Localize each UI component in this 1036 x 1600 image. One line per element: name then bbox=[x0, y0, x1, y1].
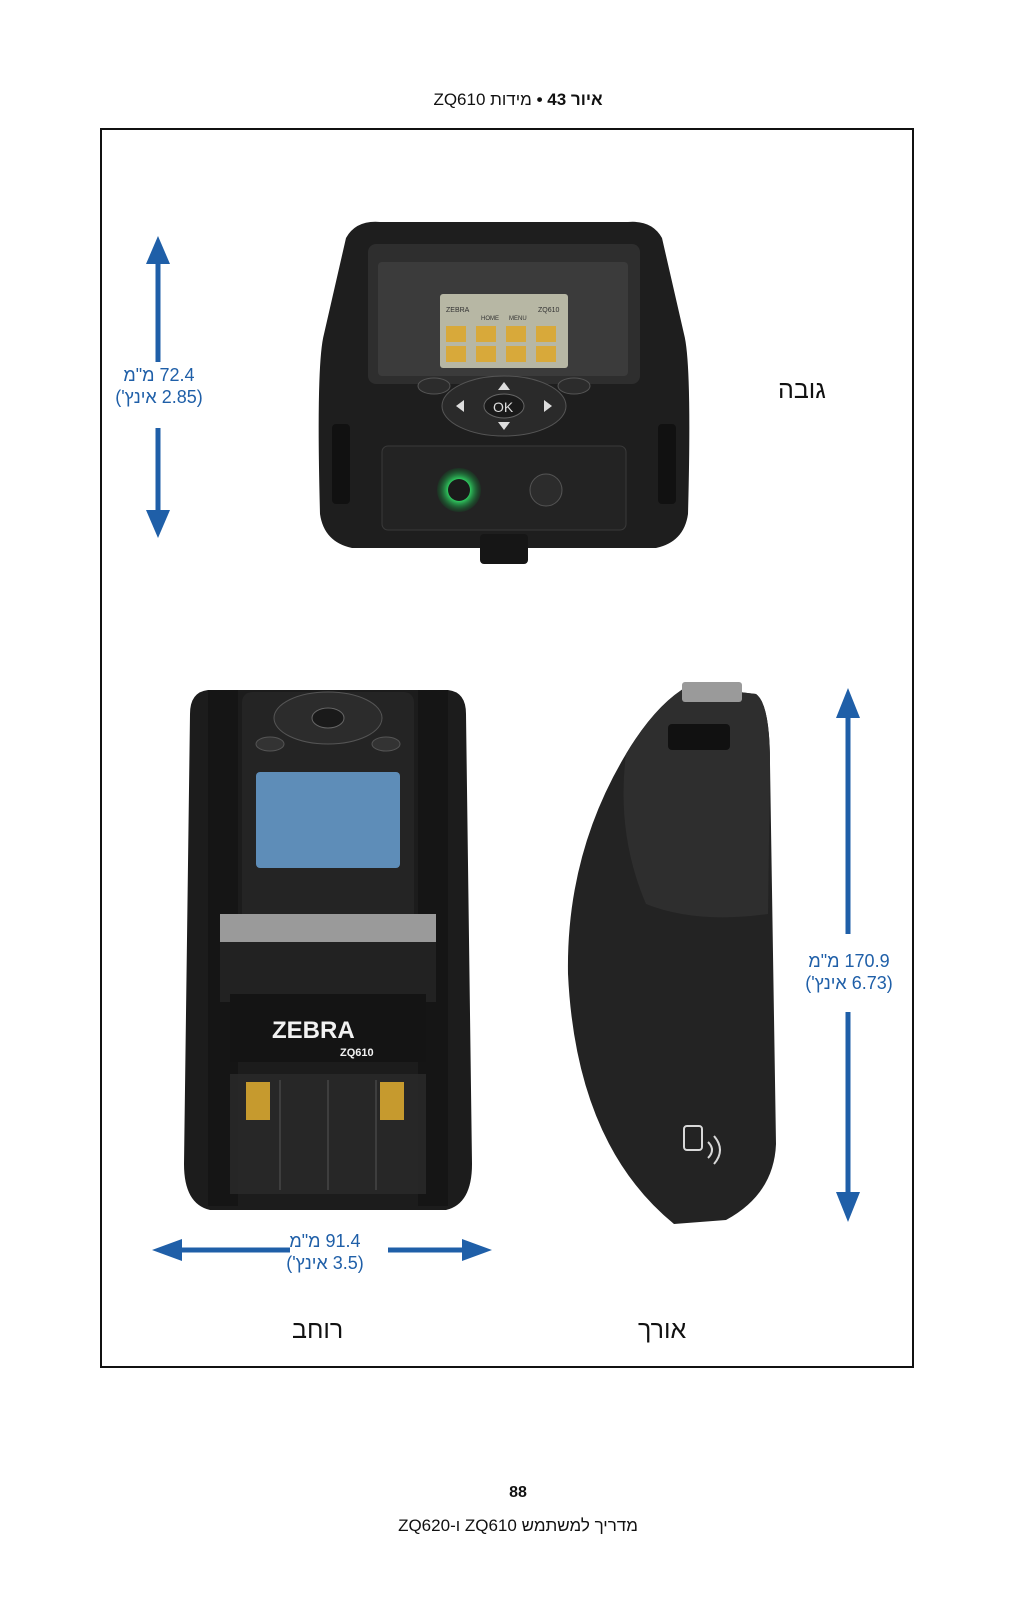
screen-brand: ZEBRA bbox=[446, 307, 470, 314]
document-title: מדריך למשתמש ZQ610 ו-ZQ620 bbox=[398, 1516, 638, 1535]
height-label: גובה bbox=[778, 376, 826, 404]
height-imperial: (2.85 אינץ') bbox=[115, 387, 203, 407]
printer-model: ZQ610 bbox=[340, 1047, 374, 1059]
figure-title: מידות ZQ610 bbox=[433, 90, 532, 109]
screen-model: ZQ610 bbox=[538, 307, 560, 314]
figure-caption: איור 43 • מידות ZQ610 bbox=[0, 90, 1036, 110]
width-label: רוחב bbox=[292, 1316, 344, 1344]
caption-separator: • bbox=[536, 90, 543, 109]
printer-top-view: ZEBRA HOME MENU ZQ610 OK bbox=[318, 221, 690, 564]
height-dimension: 72.4 מ"מ (2.85 אינץ') bbox=[104, 364, 214, 408]
length-dimension: 170.9 מ"מ (6.73 אינץ') bbox=[792, 950, 906, 994]
width-metric: 91.4 מ"מ bbox=[289, 1231, 361, 1251]
width-dimension: 91.4 מ"מ (3.5 אינץ') bbox=[270, 1230, 380, 1274]
height-arrow bbox=[146, 236, 170, 538]
page-number: 88 bbox=[509, 1484, 527, 1501]
ok-button-label: OK bbox=[493, 399, 514, 415]
figure-label: איור 43 bbox=[547, 90, 603, 109]
length-metric: 170.9 מ"מ bbox=[808, 951, 890, 971]
printer-front-view: ZEBRA ZQ610 bbox=[184, 690, 472, 1210]
width-imperial: (3.5 אינץ') bbox=[286, 1253, 364, 1273]
screen-menu: MENU bbox=[509, 316, 527, 322]
printer-brand: ZEBRA bbox=[272, 1017, 355, 1044]
length-arrow bbox=[836, 688, 860, 1222]
height-metric: 72.4 מ"מ bbox=[123, 365, 195, 385]
length-imperial: (6.73 אינץ') bbox=[805, 973, 893, 993]
screen-home: HOME bbox=[481, 316, 499, 322]
printer-side-view bbox=[556, 674, 792, 1232]
width-arrow bbox=[152, 1239, 492, 1261]
figure-frame bbox=[100, 128, 914, 1368]
length-label: אורך bbox=[638, 1316, 687, 1344]
